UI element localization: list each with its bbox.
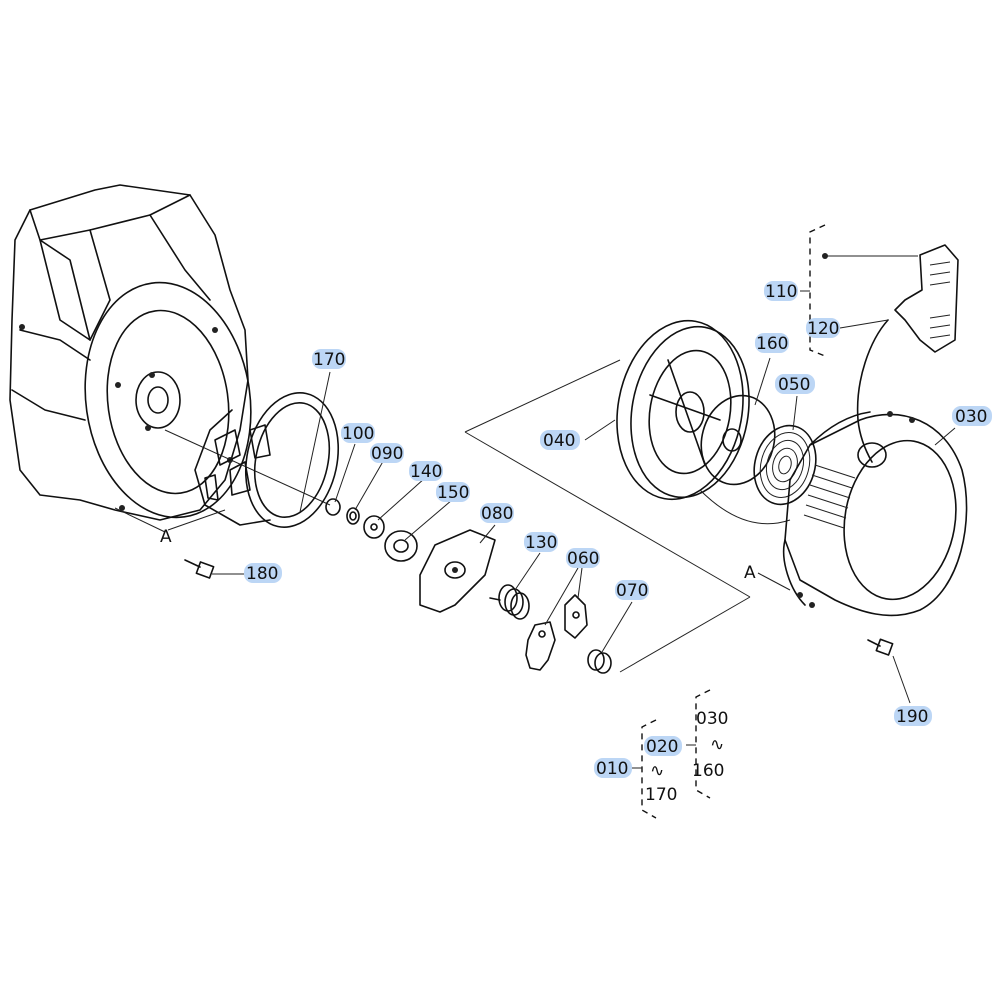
engine-housing	[9, 184, 331, 533]
callout-040[interactable]: 040	[540, 430, 580, 451]
ratchet-spring	[489, 584, 530, 620]
callout-060[interactable]: 060	[566, 548, 600, 569]
svg-text:080: 080	[481, 504, 513, 524]
recoil-spring	[753, 424, 817, 506]
callout-160[interactable]: 160	[755, 333, 789, 354]
svg-text:120: 120	[807, 319, 839, 339]
svg-text:150: 150	[437, 483, 469, 503]
recoil-reel	[616, 319, 791, 525]
svg-text:060: 060	[567, 549, 599, 569]
callout-190[interactable]: 190	[894, 706, 932, 727]
svg-text:110: 110	[765, 282, 797, 302]
small-parts	[325, 498, 418, 562]
range-bracket-inner	[686, 689, 711, 799]
callout-140[interactable]: 140	[409, 461, 443, 482]
ref-mark-a-right: A	[744, 563, 756, 583]
callout-090[interactable]: 090	[370, 443, 404, 464]
callout-120[interactable]: 120	[806, 318, 840, 339]
callout-020[interactable]: 020	[644, 736, 682, 757]
callout-180[interactable]: 180	[244, 563, 282, 584]
starter-pulley	[194, 392, 340, 528]
callout-170[interactable]: 170	[312, 349, 346, 370]
range-outer-end: 170	[645, 785, 677, 805]
svg-text:020: 020	[646, 737, 678, 757]
case-vents	[803, 464, 856, 529]
starter-case	[782, 411, 968, 617]
callout-010[interactable]: 010	[594, 758, 632, 779]
svg-text:160: 160	[756, 334, 788, 354]
bracket-110-120	[800, 224, 826, 357]
svg-text:040: 040	[543, 431, 575, 451]
svg-text:050: 050	[778, 375, 810, 395]
svg-text:170: 170	[313, 350, 345, 370]
range-inner-start: 030	[696, 709, 728, 729]
ratchet-plate	[419, 529, 496, 613]
svg-text:030: 030	[955, 407, 987, 427]
svg-text:130: 130	[525, 533, 557, 553]
svg-text:090: 090	[371, 444, 403, 464]
ref-mark-a-left: A	[160, 527, 172, 547]
svg-text:100: 100	[342, 424, 374, 444]
callout-030[interactable]: 030	[952, 406, 992, 427]
range-inner-end: 160	[692, 761, 724, 781]
svg-text:190: 190	[896, 707, 928, 727]
range-bracket-outer	[632, 719, 657, 819]
starter-handle	[856, 244, 959, 463]
svg-text:070: 070	[616, 581, 648, 601]
svg-text:010: 010	[596, 759, 628, 779]
range-tilde-outer: ∿	[650, 761, 664, 781]
callout-150[interactable]: 150	[436, 482, 470, 503]
svg-text:180: 180	[246, 564, 278, 584]
leader-lines	[167, 253, 956, 704]
callout-050[interactable]: 050	[775, 374, 815, 395]
callout-070[interactable]: 070	[615, 580, 649, 601]
assembly-bracket	[464, 359, 751, 673]
range-tilde-inner: ∿	[710, 735, 724, 755]
spring-cover-plate	[700, 394, 776, 486]
ratchet-pawls	[525, 594, 588, 671]
svg-text:140: 140	[410, 462, 442, 482]
callout-110[interactable]: 110	[764, 281, 798, 302]
callout-100[interactable]: 100	[341, 423, 375, 444]
bolt-180	[184, 559, 215, 579]
collar	[587, 649, 612, 674]
bolt-190	[867, 638, 894, 656]
callout-130[interactable]: 130	[524, 532, 558, 553]
callout-080[interactable]: 080	[480, 503, 514, 524]
